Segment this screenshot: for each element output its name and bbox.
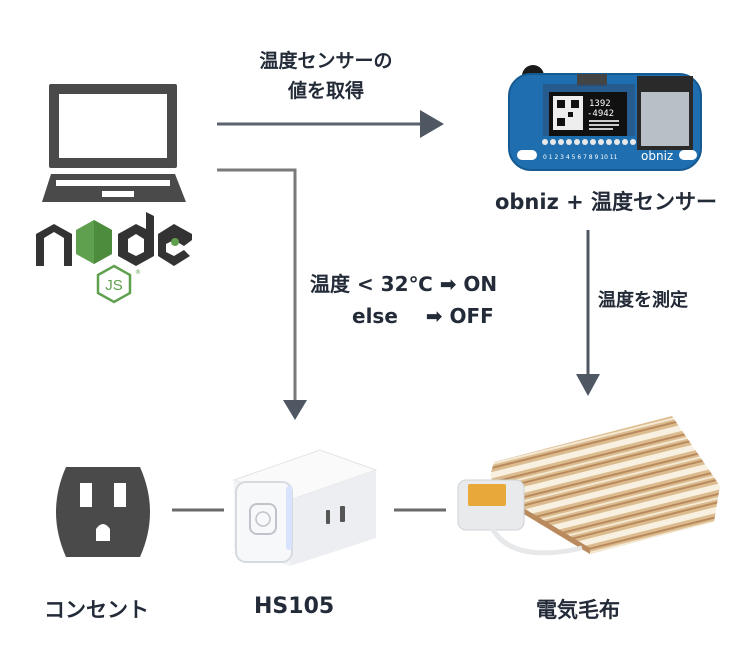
hs105-plug-image [232, 449, 378, 566]
oled-line2: -4942 [587, 109, 614, 119]
edge-label-measure: 温度を測定 [598, 290, 688, 311]
js-text: JS [105, 277, 123, 294]
node-letter-d [118, 212, 154, 266]
edge-label-get-value-line1: 温度センサーの [259, 50, 393, 72]
node-letter-e [158, 224, 192, 266]
edge-label-condition: 温度 < 32℃ ➡ ON else ➡ OFF [310, 268, 497, 332]
obniz-board-graphic: 1392 -4942 0 1 2 3 4 5 6 7 8 9 10 11 obn… [508, 65, 702, 171]
obniz-brand-text: obniz [641, 149, 673, 163]
outlet-icon [56, 467, 150, 557]
node-label-blanket: 電気毛布 [536, 598, 620, 622]
edge-label-get-value: 温度センサーの 値を取得 [226, 46, 426, 106]
obniz-pin-labels: 0 1 2 3 4 5 6 7 8 9 10 11 [543, 154, 618, 161]
obniz-board-image: 1392 -4942 0 1 2 3 4 5 6 7 8 9 10 11 obn… [505, 64, 705, 172]
arrow-pc-to-hs105-line [217, 168, 297, 400]
arrow-right-head [420, 110, 444, 138]
js-hexagon [96, 264, 132, 304]
arrow-down-head [283, 400, 307, 420]
oled-line1: 1392 [589, 99, 611, 109]
node-label-outlet: コンセント [44, 598, 149, 622]
electric-blanket-image [457, 416, 720, 556]
edge-label-get-value-line2: 値を取得 [287, 80, 364, 102]
node-label-hs105: HS105 [254, 594, 335, 619]
svg-text:®: ® [135, 269, 141, 276]
edge-label-condition-line2: else ➡ OFF [352, 304, 494, 328]
edge-label-condition-line1: 温度 < 32℃ ➡ ON [310, 272, 498, 296]
node-label-obniz: obniz + 温度センサー [494, 190, 718, 214]
laptop-icon [42, 84, 186, 202]
blanket-body [490, 416, 720, 554]
node-letter-n [36, 224, 72, 266]
arrow-down-head [576, 374, 600, 396]
nodejs-logo: JS ® [36, 212, 192, 304]
